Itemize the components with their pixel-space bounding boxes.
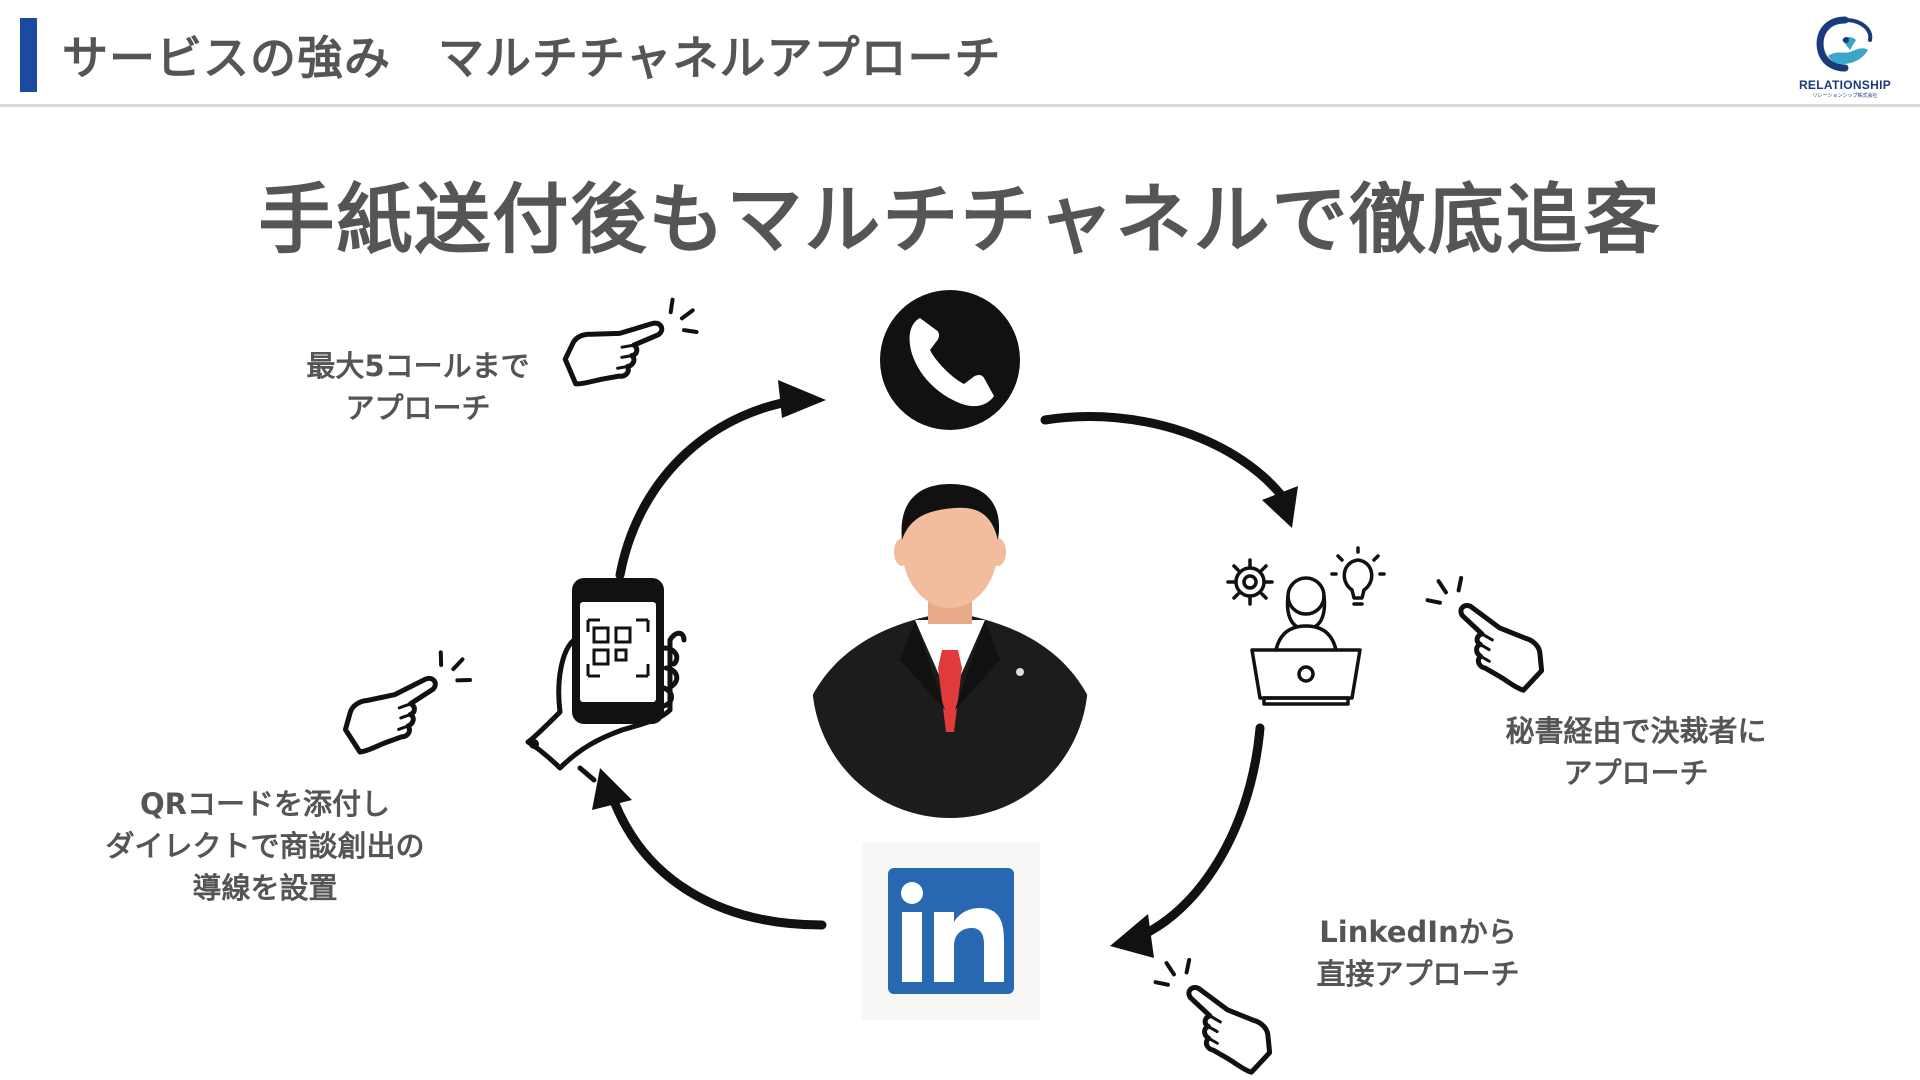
header-accent-bar — [20, 18, 37, 92]
pointing-hand-icon-call — [558, 294, 699, 386]
label-qr-line3: 導線を設置 — [192, 871, 338, 905]
businessman-icon — [812, 484, 1088, 818]
logo-text: RELATIONSHIP — [1798, 78, 1892, 92]
pointing-hand-icon-linkedin — [1153, 949, 1289, 1076]
arrow-top-to-right — [1040, 412, 1298, 528]
main-title: 手紙送付後もマルチチャネルで徹底追客 — [258, 175, 1662, 264]
page-title: サービスの強み マルチチャネルアプローチ — [62, 31, 1002, 85]
logo-subtext: リレーションシップ株式会社 — [1812, 93, 1878, 99]
linkedin-icon — [862, 842, 1040, 1020]
label-qr-line2: ダイレクトで商談創出の — [105, 829, 425, 863]
label-secretary-line1: 秘書経由で決裁者に — [1505, 714, 1767, 748]
company-logo: RELATIONSHIP リレーションシップ株式会社 — [1784, 10, 1906, 99]
label-linkedin: LinkedInから 直接アプローチ — [1288, 911, 1548, 995]
label-call-line2: アプローチ — [345, 391, 491, 425]
label-linkedin-line2: 直接アプローチ — [1316, 957, 1520, 991]
secretary-laptop-icon — [1226, 546, 1386, 706]
label-linkedin-line1: LinkedInから — [1319, 915, 1517, 949]
label-secretary: 秘書経由で決裁者に アプローチ — [1486, 710, 1786, 794]
label-call-line1: 最大5コールまで — [306, 349, 530, 383]
label-qr: QRコードを添付し ダイレクトで商談創出の 導線を設置 — [90, 783, 440, 909]
qr-phone-hand-icon — [525, 578, 687, 783]
arrow-right-to-bottom — [1110, 723, 1265, 958]
label-secretary-line2: アプローチ — [1563, 756, 1709, 790]
label-call: 最大5コールまで アプローチ — [298, 345, 538, 429]
header-divider — [0, 104, 1920, 107]
arrow-bottom-to-left — [592, 768, 827, 930]
label-qr-line1: QRコードを添付し — [140, 787, 390, 821]
pointing-hand-icon-qr — [332, 644, 473, 755]
pointing-hand-icon-secretary — [1425, 567, 1561, 694]
logo-emblem-icon — [1816, 16, 1873, 72]
header: サービスの強み マルチチャネルアプローチ RELATIONSHIP リレーション… — [0, 0, 1920, 107]
phone-icon — [880, 290, 1020, 430]
arrow-left-to-top — [615, 380, 826, 580]
